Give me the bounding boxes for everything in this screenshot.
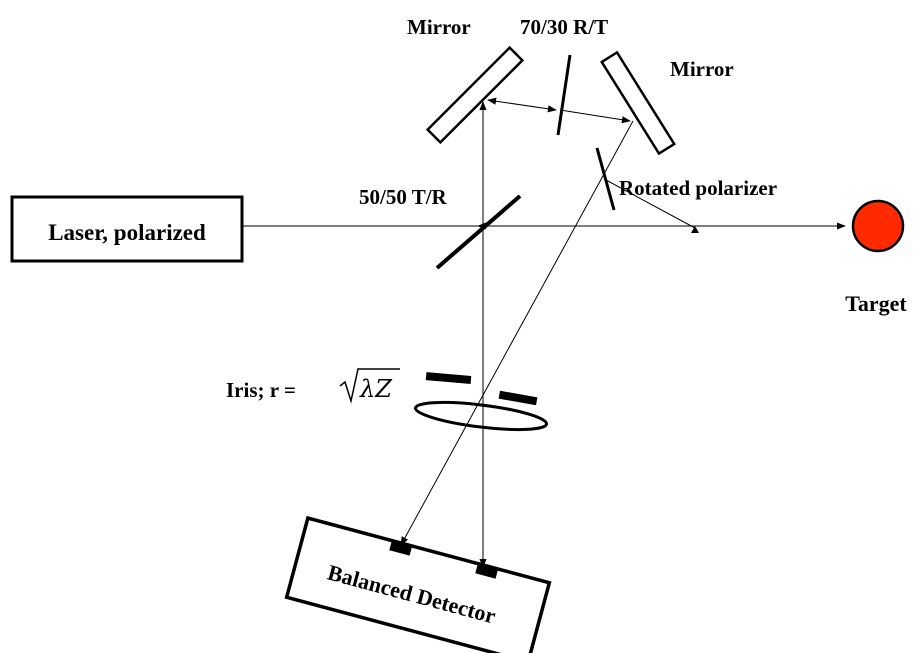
beam-splitter-to-mirror-right bbox=[559, 109, 631, 124]
mirror-right bbox=[600, 50, 676, 156]
reference-beam bbox=[400, 120, 634, 546]
laser-box bbox=[10, 195, 244, 263]
beamsplitter-70-30 bbox=[556, 54, 572, 136]
beamsplitter-70-30-label: 70/30 R/T bbox=[520, 15, 608, 39]
polarizer-pointer-tip bbox=[691, 226, 699, 233]
target-sphere bbox=[851, 199, 905, 253]
iris-blade-left bbox=[425, 372, 472, 384]
detector-box bbox=[284, 515, 552, 653]
detector-photodiode-left bbox=[389, 540, 413, 556]
iris-lens bbox=[413, 400, 549, 432]
iris-label: Iris; r = bbox=[226, 378, 296, 402]
mirror-left bbox=[425, 45, 525, 145]
iris-formula: λZ bbox=[359, 375, 393, 403]
beamsplitter-50-50 bbox=[435, 194, 522, 270]
sqrt-symbol bbox=[339, 368, 400, 404]
target-label: Target bbox=[845, 291, 907, 316]
beamsplitter-50-50-label: 50/50 T/R bbox=[359, 185, 448, 209]
beam-mirror-left-to-splitter bbox=[487, 97, 557, 113]
mirror-left-label: Mirror bbox=[407, 15, 471, 39]
laser-label: Laser, polarized bbox=[48, 220, 206, 245]
rotated-polarizer-label: Rotated polarizer bbox=[619, 176, 777, 200]
detector-photodiode-right bbox=[475, 563, 499, 579]
iris-blade-right bbox=[498, 390, 538, 406]
rotated-polarizer bbox=[595, 147, 616, 211]
polarizer-pointer bbox=[605, 179, 696, 229]
mirror-right-label: Mirror bbox=[670, 57, 734, 81]
